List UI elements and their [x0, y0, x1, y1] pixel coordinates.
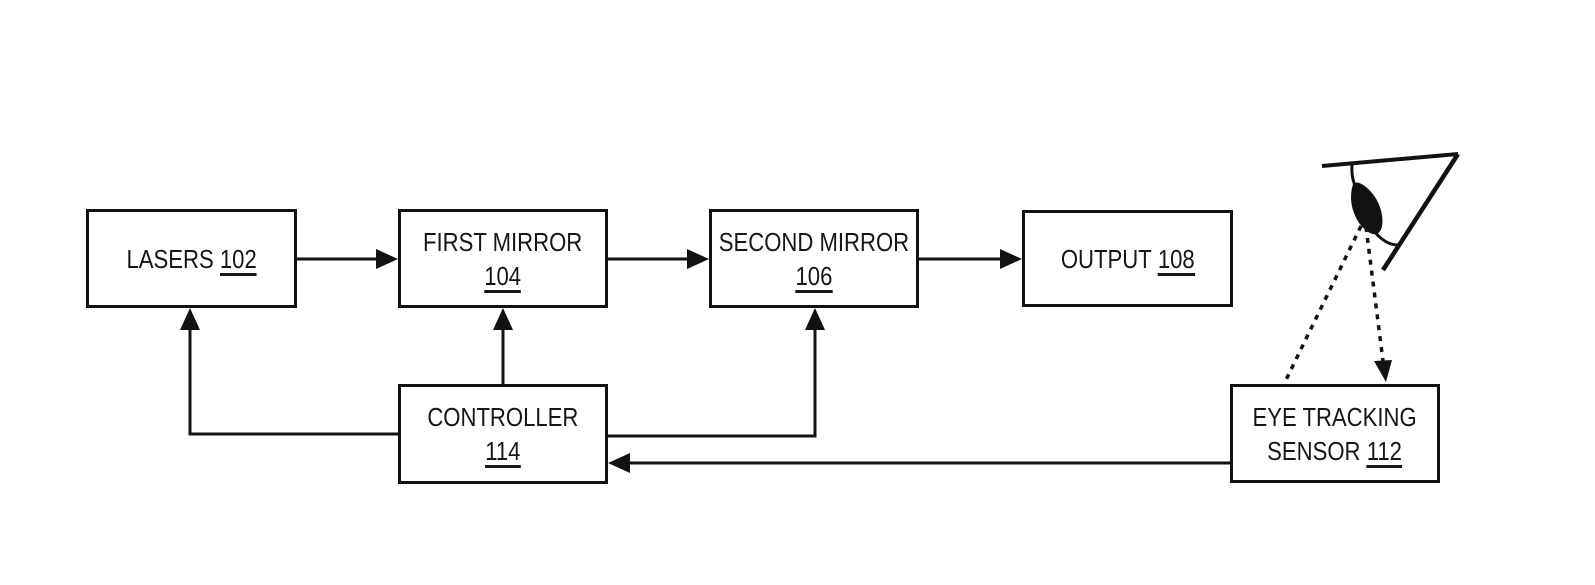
box-controller: CONTROLLER 114	[398, 384, 608, 484]
eye-icon	[1321, 152, 1460, 272]
arrow-controller-to-second-mirror	[608, 308, 825, 438]
box-eye-tracking-sensor-text2: SENSOR	[1267, 435, 1361, 466]
arrow-sensor-to-controller	[608, 453, 1230, 473]
box-eye-tracking-sensor-text1: EYE TRACKING	[1252, 401, 1418, 432]
arrow-first-mirror-to-second-mirror	[608, 249, 709, 269]
box-eye-tracking-sensor-number: 112	[1367, 435, 1403, 468]
arrow-lasers-to-first-mirror	[297, 249, 398, 269]
arrow-controller-to-lasers	[180, 308, 398, 436]
box-second-mirror-number: 106	[795, 260, 833, 293]
box-output-number: 108	[1157, 243, 1195, 276]
box-controller-text: CONTROLLER	[427, 402, 579, 432]
box-first-mirror-number: 104	[484, 260, 522, 293]
box-output-text: OUTPUT	[1060, 243, 1152, 274]
arrow-second-mirror-to-output	[919, 249, 1022, 269]
box-second-mirror-text: SECOND MIRROR	[718, 226, 910, 257]
box-controller-label: CONTROLLER 114	[427, 400, 579, 468]
dashed-gaze-to-sensor	[1282, 225, 1392, 385]
box-first-mirror: FIRST MIRROR 104	[398, 209, 608, 308]
box-lasers-number: 102	[219, 243, 257, 276]
box-first-mirror-label: FIRST MIRROR 104	[423, 225, 583, 293]
box-second-mirror: SECOND MIRROR 106	[709, 209, 919, 308]
box-first-mirror-text: FIRST MIRROR	[423, 226, 583, 257]
box-lasers-text: LASERS	[126, 243, 214, 274]
box-controller-number: 114	[485, 436, 521, 468]
arrow-controller-to-first-mirror	[493, 308, 513, 384]
box-second-mirror-label: SECOND MIRROR 106	[719, 225, 909, 293]
